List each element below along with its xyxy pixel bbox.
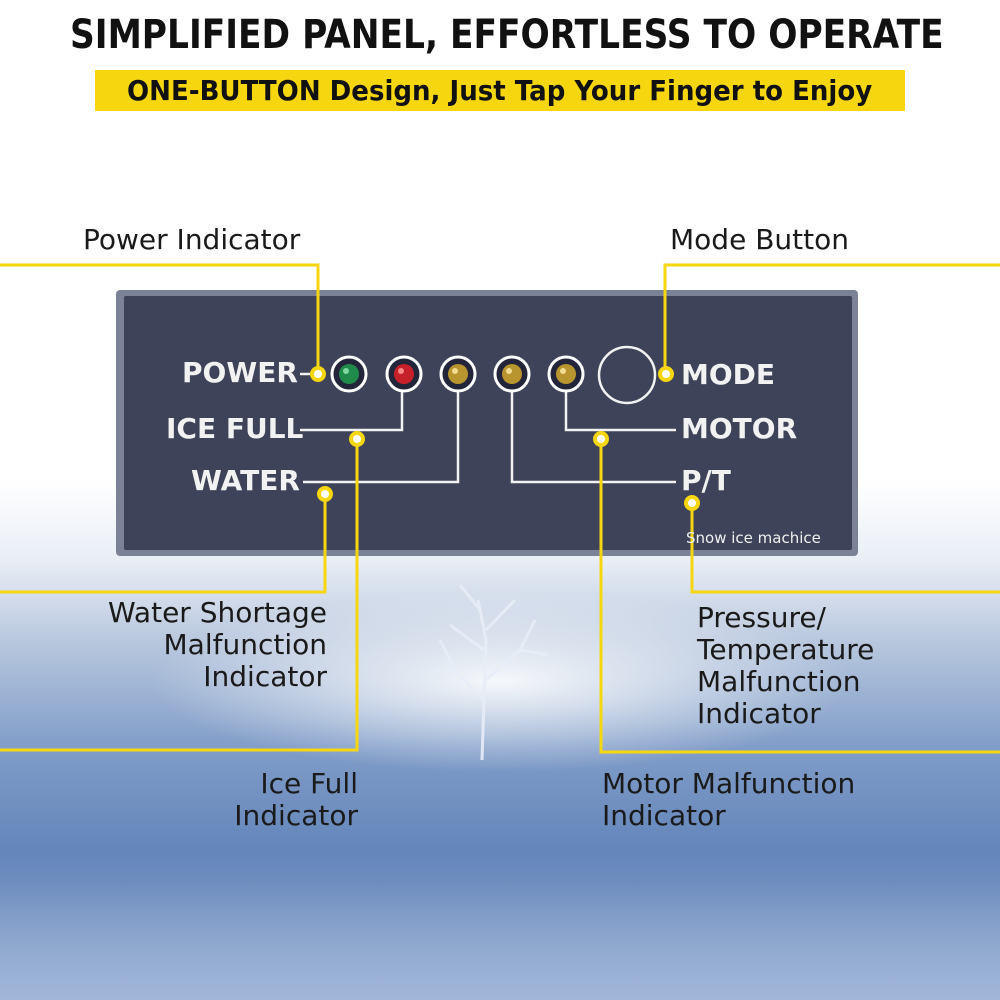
led-motor-icon bbox=[547, 355, 585, 393]
led-ice-full-icon bbox=[385, 355, 423, 393]
callout-mode-button: Mode Button bbox=[670, 223, 849, 256]
panel-label-pt: P/T bbox=[681, 464, 731, 497]
callout-motor-line: Indicator bbox=[602, 799, 726, 832]
callout-pt-line: Malfunction bbox=[697, 665, 861, 698]
callout-dot-motor bbox=[593, 431, 609, 447]
callout-water-shortage: Water Shortage Malfunction Indicator bbox=[108, 597, 327, 693]
callout-power-indicator: Power Indicator bbox=[83, 223, 301, 256]
page-title: SIMPLIFIED PANEL, EFFORTLESS TO OPERATE bbox=[70, 12, 944, 58]
subtitle-text: ONE-BUTTON Design, Just Tap Your Finger … bbox=[127, 74, 873, 107]
callout-water-shortage-line: Water Shortage bbox=[108, 596, 327, 629]
callout-dot-ice-full bbox=[349, 431, 365, 447]
callout-water-shortage-line: Malfunction bbox=[163, 628, 327, 661]
callout-pressure-temperature: Pressure/ Temperature Malfunction Indica… bbox=[697, 602, 874, 730]
callout-ice-full: Ice Full Indicator bbox=[234, 768, 358, 832]
led-pt-icon bbox=[493, 355, 531, 393]
led-power-icon bbox=[330, 355, 368, 393]
panel-label-power: POWER bbox=[182, 356, 298, 389]
callout-dots bbox=[310, 366, 700, 511]
callout-ice-full-line: Ice Full bbox=[260, 767, 358, 800]
callout-dot-power bbox=[310, 366, 326, 382]
panel-label-ice-full: ICE FULL bbox=[166, 412, 304, 445]
panel-label-motor: MOTOR bbox=[681, 412, 798, 445]
led-water-icon bbox=[439, 355, 477, 393]
panel-label-water: WATER bbox=[191, 464, 300, 497]
callout-dot-mode bbox=[658, 366, 674, 382]
panel-brand: Snow ice machice bbox=[686, 529, 821, 547]
callout-motor-malfunction: Motor Malfunction Indicator bbox=[602, 768, 855, 832]
subtitle-banner: ONE-BUTTON Design, Just Tap Your Finger … bbox=[95, 70, 905, 111]
callout-dot-pt bbox=[684, 495, 700, 511]
panel-label-mode: MODE bbox=[681, 358, 776, 391]
callout-pt-line: Indicator bbox=[697, 697, 821, 730]
callout-motor-line: Motor Malfunction bbox=[602, 767, 856, 800]
callout-pt-line: Temperature bbox=[697, 633, 875, 666]
callout-lines bbox=[0, 263, 1000, 754]
callout-ice-full-line: Indicator bbox=[234, 799, 358, 832]
panel-traces bbox=[300, 372, 676, 484]
callout-pt-line: Pressure/ bbox=[697, 601, 826, 634]
callout-dot-water bbox=[317, 486, 333, 502]
frost-plant-icon bbox=[429, 584, 549, 761]
callout-water-shortage-line: Indicator bbox=[203, 660, 327, 693]
mode-button[interactable] bbox=[597, 345, 657, 405]
control-panel bbox=[124, 296, 852, 550]
